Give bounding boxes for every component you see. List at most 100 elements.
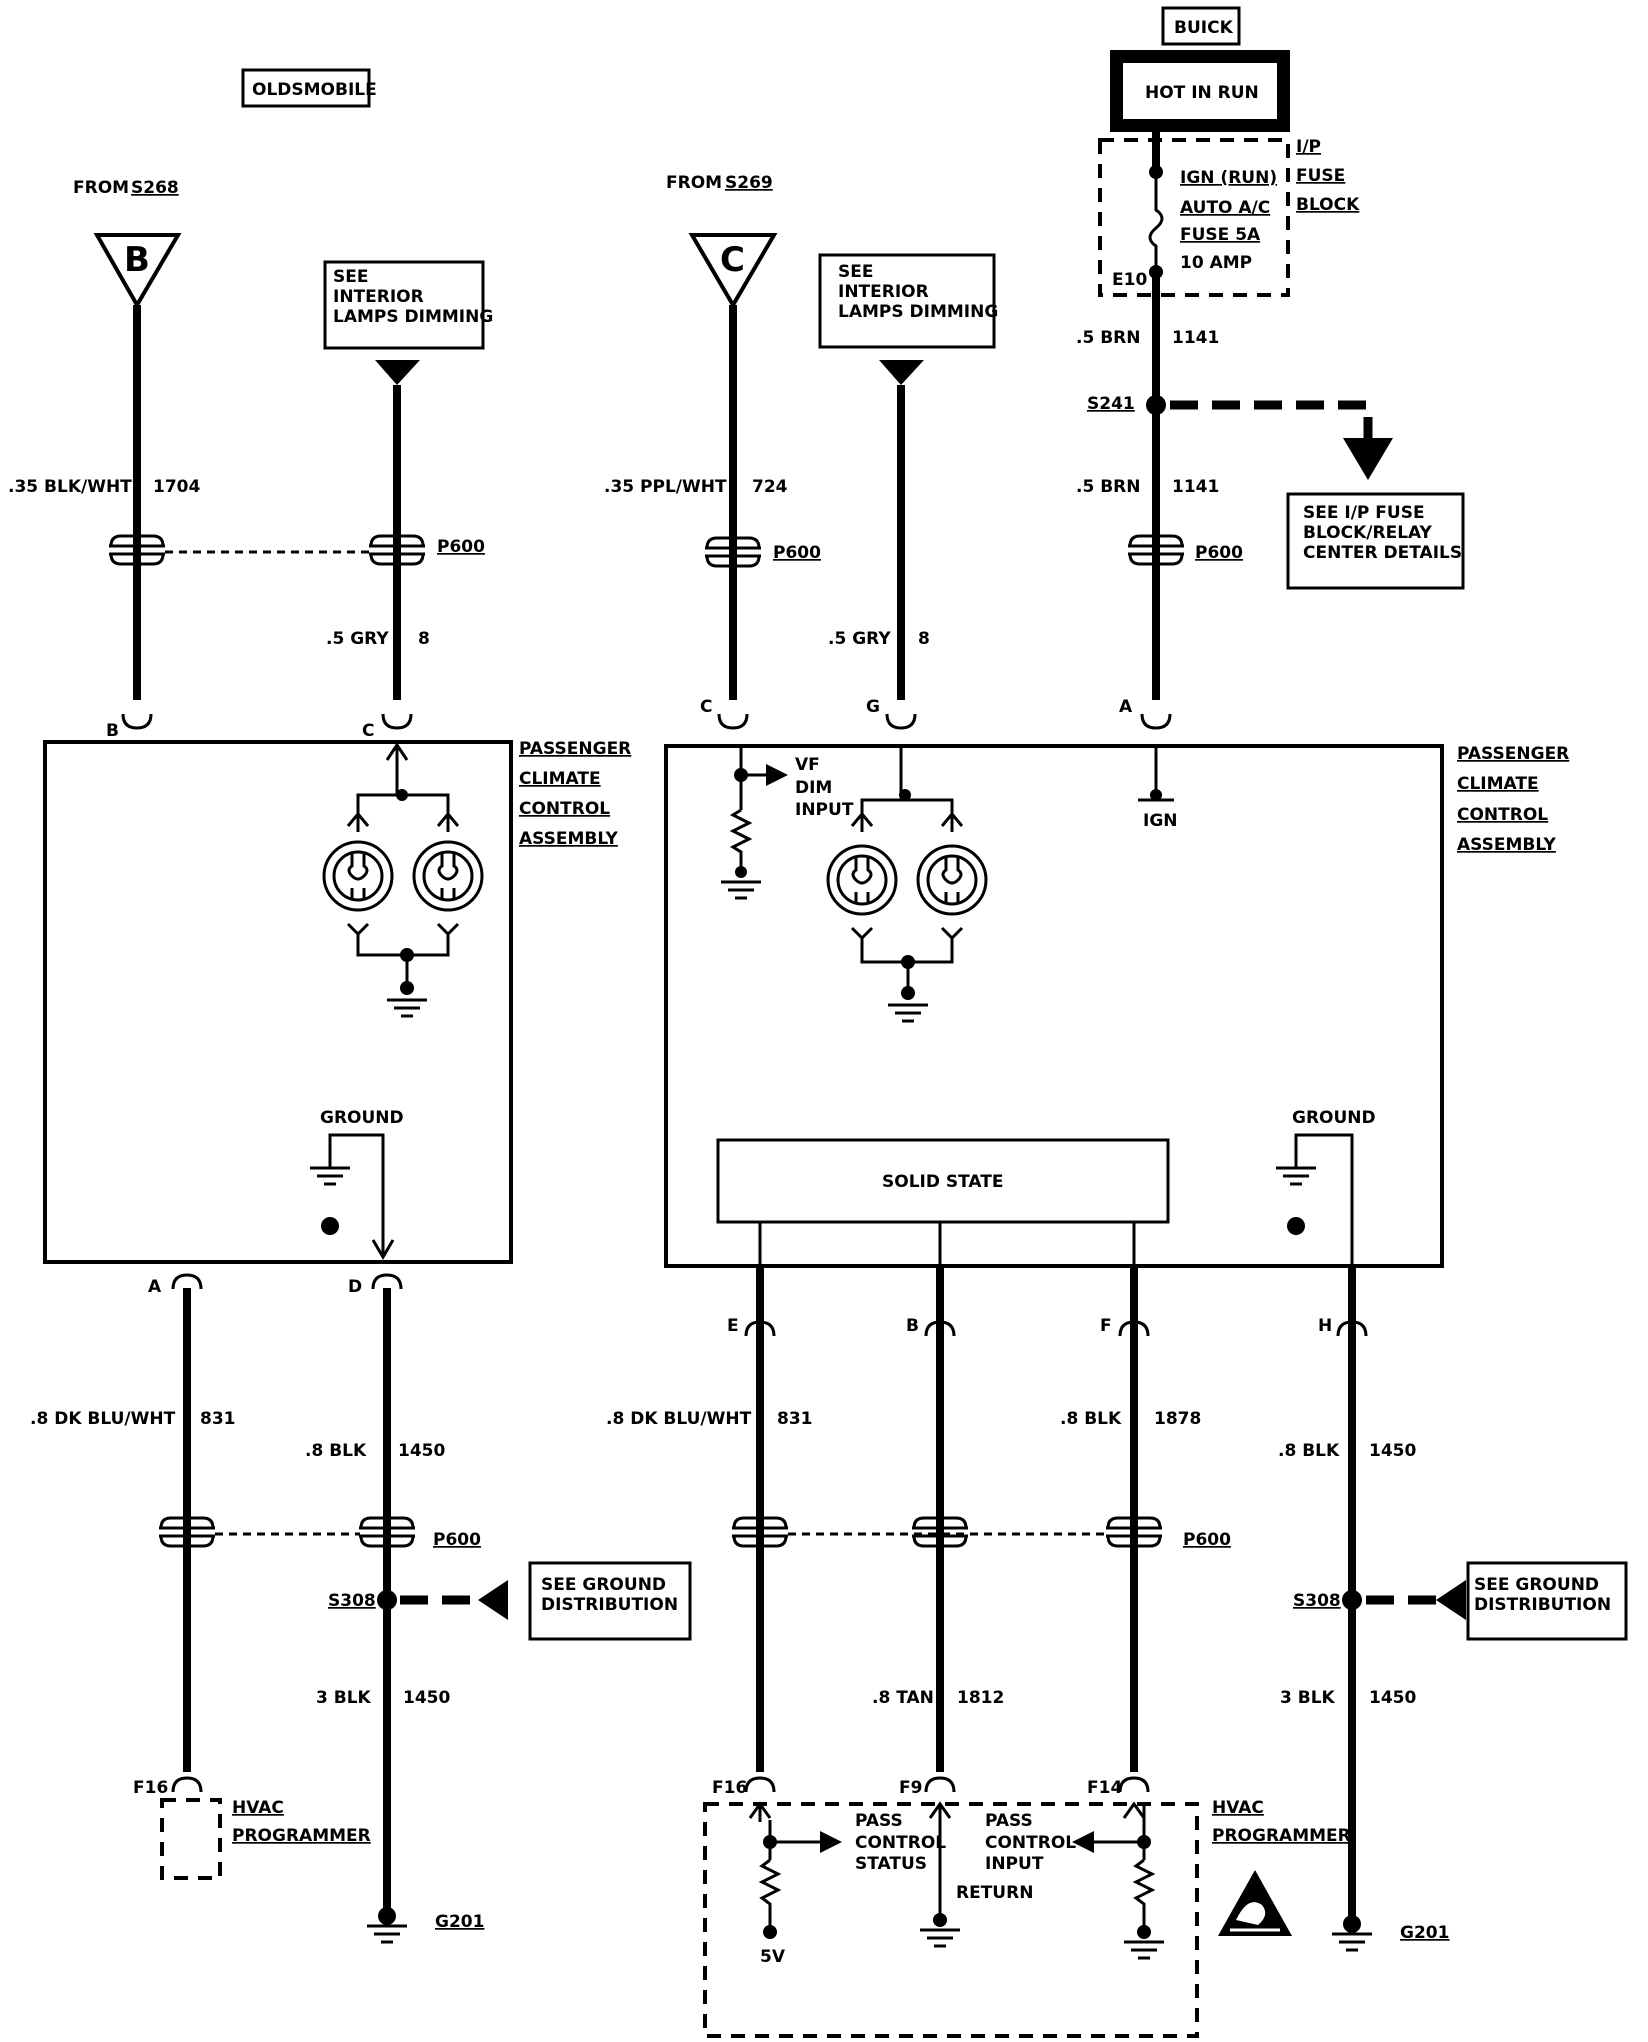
arrow-down-icon (879, 360, 924, 385)
wire-1878-gauge: .8 BLK (1060, 1409, 1122, 1429)
arrow-right-icon (820, 1831, 842, 1853)
ground-symbol-icon (308, 1166, 352, 1186)
oldsmobile-label: OLDSMOBILE (252, 80, 377, 100)
wire-831-circuit: 831 (200, 1409, 236, 1429)
arrow-left-icon (478, 1580, 508, 1620)
pin-c-terminal (381, 712, 413, 730)
hvac-right-line-2: PROGRAMMER (1212, 1826, 1351, 1846)
wire-831-circuit: 831 (777, 1409, 813, 1429)
wire-1878-circuit: 1878 (1154, 1409, 1201, 1429)
passenger-climate-control-assembly-left (43, 740, 513, 1264)
pin-a-label: A (148, 1277, 162, 1297)
wire-1704-circuit: 1704 (153, 477, 200, 497)
p600-label: P600 (433, 1530, 481, 1550)
pin-e-label: E (727, 1316, 739, 1336)
p600-label: P600 (773, 543, 821, 563)
s308-label: S308 (1293, 1591, 1341, 1611)
wire-1141b-gauge: .5 BRN (1076, 477, 1140, 497)
ground-symbol-icon (886, 1003, 930, 1023)
see-ip-fuse-box (1286, 492, 1465, 590)
wire-1704-gauge: .35 BLK/WHT (8, 477, 132, 497)
pin-b-terminal (121, 712, 153, 730)
pass-status-line-1: PASS (855, 1811, 903, 1831)
see-ip-fuse-line-3: CENTER DETAILS (1303, 543, 1462, 563)
wire-8-circuit: 8 (918, 629, 930, 649)
wire-1141b-circuit: 1141 (1172, 477, 1219, 497)
see-interior-line-2: INTERIOR (333, 287, 424, 307)
wire-1450b-circuit: 1450 (1369, 1688, 1416, 1708)
vf-dim-line-3: INPUT (795, 800, 854, 820)
ground-symbol-icon (719, 880, 763, 900)
hvac-left-line-2: PROGRAMMER (232, 1826, 371, 1846)
p600-label: P600 (1195, 543, 1243, 563)
pass-input-line-2: CONTROL (985, 1833, 1076, 1853)
internal-ground-label: GROUND (320, 1108, 404, 1128)
pca-right-line-3: CONTROL (1457, 805, 1548, 825)
resistor-icon (1132, 1858, 1156, 1932)
splice-s308-dot (1342, 1590, 1362, 1610)
s241-label: S241 (1087, 394, 1135, 414)
see-ip-fuse-line-2: BLOCK/RELAY (1303, 523, 1433, 543)
wire-1141-gauge: .5 BRN (1076, 328, 1140, 348)
resistor-icon (729, 808, 753, 872)
junction-dot (321, 1217, 339, 1235)
buick-label: BUICK (1174, 18, 1234, 38)
pin-c-terminal (717, 712, 749, 730)
hvac-programmer-left (160, 1798, 222, 1880)
ip-fuse-line-3: BLOCK (1296, 195, 1360, 215)
pin-f9-label: F9 (899, 1778, 922, 1798)
ground-symbol-icon (1274, 1166, 1318, 1186)
solid-state-module (716, 1138, 1170, 1224)
hot-in-run-label: HOT IN RUN (1145, 83, 1259, 103)
wire-1450b-circuit: 1450 (403, 1688, 450, 1708)
lamp-bulb-icon (826, 844, 898, 916)
see-ground-distribution-left (528, 1561, 692, 1641)
buick-label-box (1161, 6, 1241, 46)
pca-right-line-4: ASSEMBLY (1457, 835, 1557, 855)
pin-f-label: F (1100, 1316, 1112, 1336)
wire-1450-circuit: 1450 (1369, 1441, 1416, 1461)
arrow-left-icon (1072, 1831, 1094, 1853)
see-interior-line-3: LAMPS DIMMING (333, 307, 493, 327)
arrow-left-icon (1436, 1580, 1466, 1620)
ground-symbol-icon (365, 1924, 409, 1944)
g201-label: G201 (435, 1912, 484, 1932)
pin-f14-label: F14 (1087, 1778, 1122, 1798)
ign-label: IGN (1143, 811, 1178, 831)
resistor-icon (758, 1858, 782, 1932)
wire-831-gauge: .8 DK BLU/WHT (30, 1409, 176, 1429)
pin-d-label: D (348, 1277, 362, 1297)
pin-g-label: G (866, 697, 880, 717)
wire-1812-circuit: 1812 (957, 1688, 1004, 1708)
fuse-line-2: AUTO A/C (1180, 198, 1270, 218)
ground-symbol-icon (385, 998, 429, 1018)
pin-f16-label: F16 (712, 1778, 747, 1798)
lamp-bulb-icon (916, 844, 988, 916)
wire-1141-circuit: 1141 (1172, 328, 1219, 348)
pass-input-line-3: INPUT (985, 1854, 1044, 1874)
see-interior-line-1: SEE (333, 267, 368, 287)
pin-f14-terminal (1118, 1776, 1150, 1794)
see-interior-box (818, 253, 996, 349)
wire-1450-circuit: 1450 (398, 1441, 445, 1461)
pca-right-line-2: CLIMATE (1457, 774, 1539, 794)
pin-b-label: B (906, 1316, 919, 1336)
see-ground-left-line-2: DISTRIBUTION (541, 1595, 678, 1615)
see-ground-right-line-2: DISTRIBUTION (1474, 1595, 1611, 1615)
fuse-icon (1148, 172, 1164, 272)
pin-a-terminal (1140, 712, 1172, 730)
return-label: RETURN (956, 1883, 1033, 1903)
esd-warning-icon (1218, 1870, 1292, 1936)
pin-g-terminal (885, 712, 917, 730)
pass-input-line-1: PASS (985, 1811, 1033, 1831)
pca-right-line-1: PASSENGER (1457, 744, 1569, 764)
pca-left-line-4: ASSEMBLY (519, 829, 619, 849)
arrow-down-icon (375, 360, 420, 385)
pin-d-terminal (371, 1273, 403, 1291)
see-ip-fuse-line-1: SEE I/P FUSE (1303, 503, 1425, 523)
wire-1450b-gauge: 3 BLK (1280, 1688, 1336, 1708)
wire-8-gauge: .5 GRY (326, 629, 389, 649)
hvac-programmer-right (703, 1802, 1199, 2038)
e10-label: E10 (1112, 270, 1147, 290)
wire-724-circuit: 724 (752, 477, 788, 497)
